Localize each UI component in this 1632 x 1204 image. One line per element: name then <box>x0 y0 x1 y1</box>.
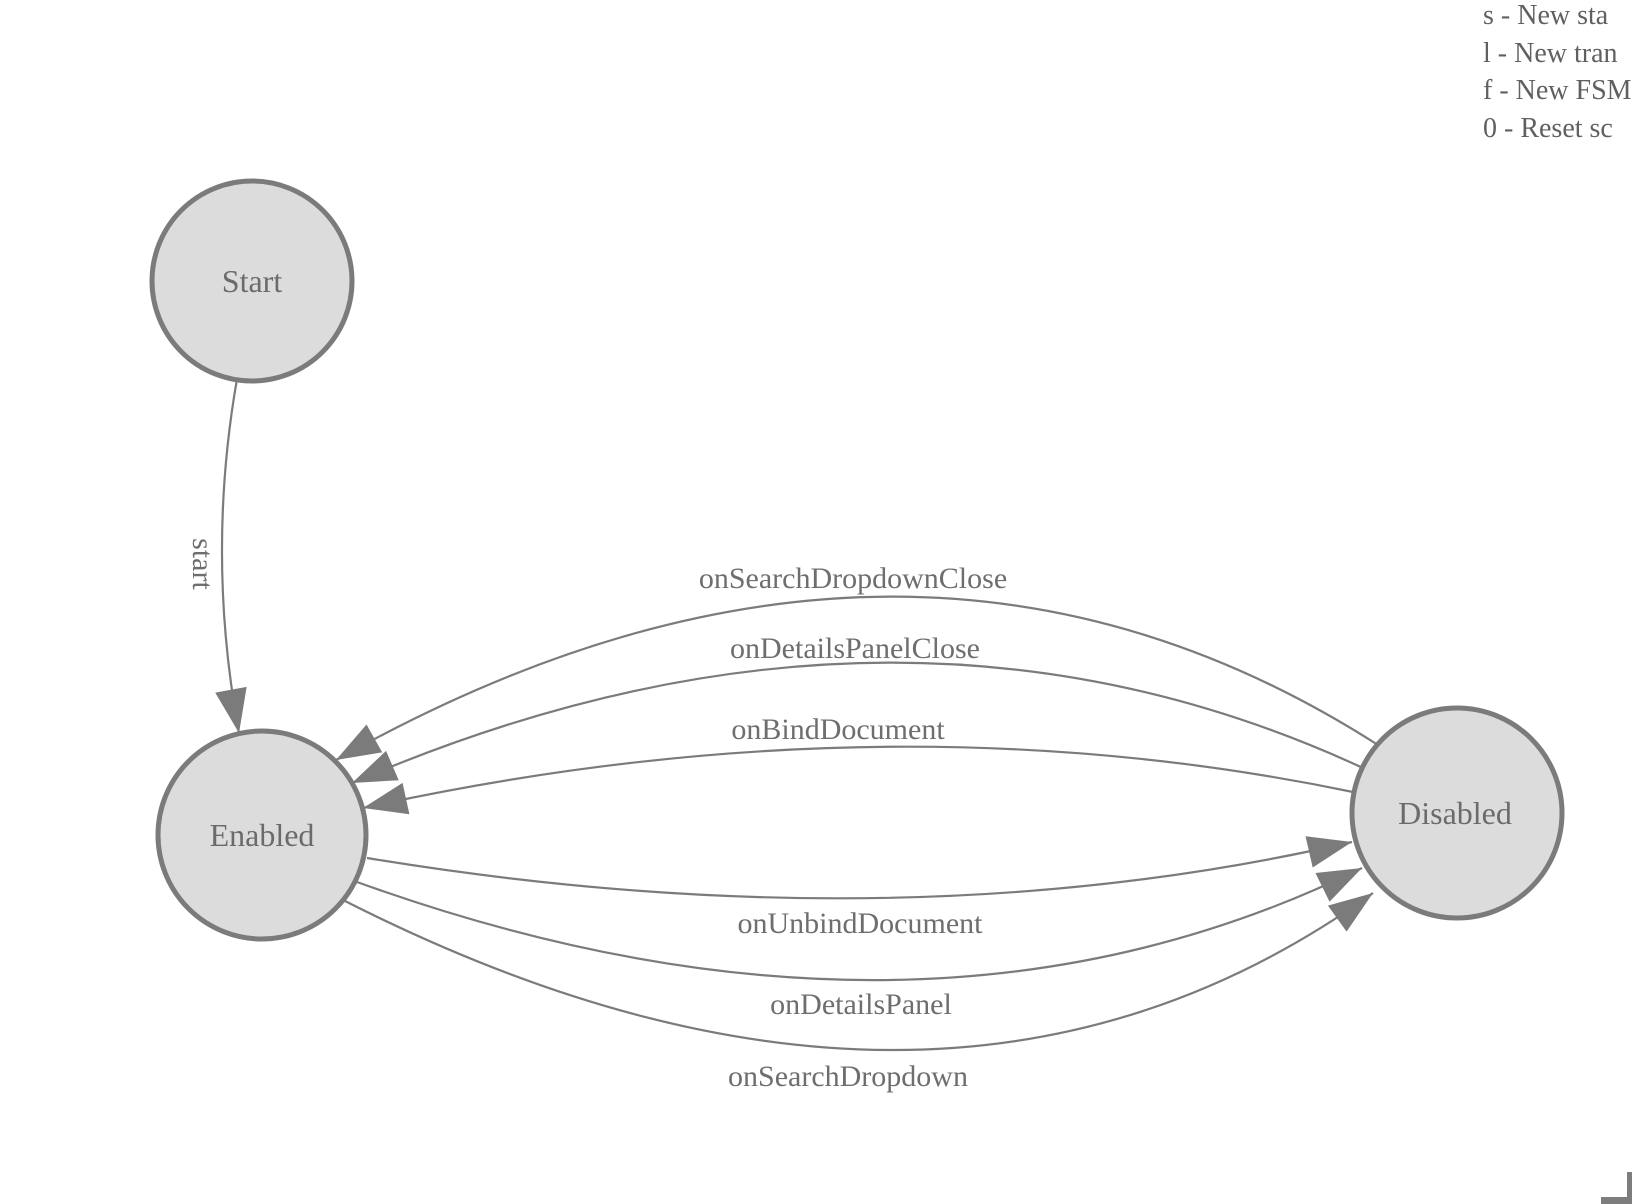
edge-enabled-to-disabled-onunbinddocument[interactable] <box>366 836 1353 900</box>
corner-fragment-vertical <box>1627 1172 1632 1204</box>
shortcut-legend: s - New sta l - New tran f - New FSM 0 -… <box>1483 0 1632 148</box>
edge-label-onunbinddocument[interactable]: onUnbindDocument <box>738 907 984 940</box>
shortcut-new-transition: l - New tran <box>1483 37 1618 69</box>
state-enabled-label: Enabled <box>210 817 315 853</box>
edge-label-onsearchdropdown[interactable]: onSearchDropdown <box>728 1060 968 1093</box>
state-start-node[interactable] <box>149 178 355 384</box>
edge-label-start[interactable]: start <box>186 538 219 590</box>
edge-label-onbinddocument[interactable]: onBindDocument <box>731 713 945 746</box>
shortcut-new-fsm: f - New FSM <box>1483 75 1632 107</box>
state-enabled-node[interactable] <box>155 728 369 942</box>
state-disabled-node[interactable] <box>1349 705 1565 921</box>
corner-fragment-horizontal <box>1601 1197 1632 1204</box>
state-start-label: Start <box>222 263 283 299</box>
edge-start-to-enabled[interactable] <box>215 378 247 734</box>
edge-label-ondetailspanelclose[interactable]: onDetailsPanelClose <box>730 632 980 665</box>
edge-disabled-to-enabled-onsearchdropdownclose[interactable] <box>335 595 1379 761</box>
edge-label-ondetailspanel[interactable]: onDetailsPanel <box>770 988 952 1021</box>
shortcut-reset-scale: 0 - Reset sc <box>1483 113 1613 145</box>
state-disabled-label: Disabled <box>1398 795 1512 831</box>
edges-layer <box>215 378 1379 1052</box>
edge-disabled-to-enabled-onbinddocument[interactable] <box>362 745 1354 815</box>
edge-disabled-to-enabled-ondetailspanelclose[interactable] <box>351 661 1364 785</box>
edge-labels-layer: start onSearchDropdownClose onDetailsPan… <box>186 538 1007 1093</box>
edge-enabled-to-disabled-ondetailspanel[interactable] <box>356 867 1363 982</box>
edge-enabled-to-disabled-onsearchdropdown[interactable] <box>344 892 1374 1052</box>
edge-label-onsearchdropdownclose[interactable]: onSearchDropdownClose <box>699 562 1007 595</box>
shortcut-new-state: s - New sta <box>1483 0 1609 31</box>
states-layer: Start Enabled Disabled <box>149 178 1565 942</box>
